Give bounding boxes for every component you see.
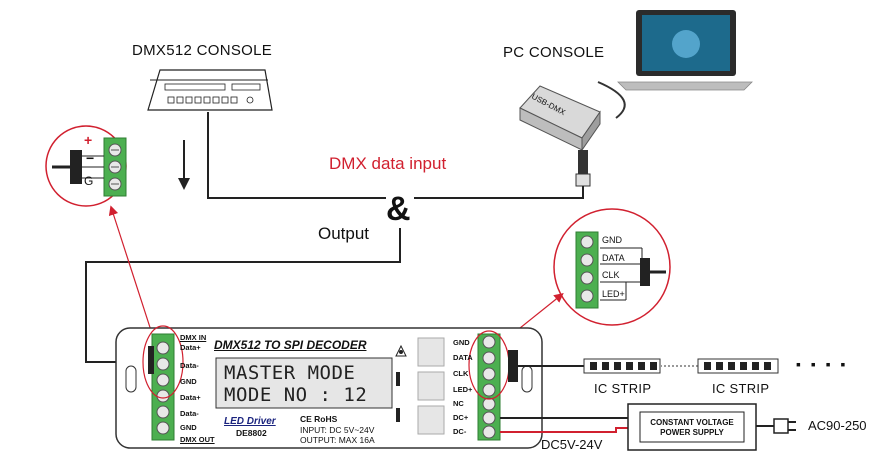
right-pin-3: CLK: [453, 369, 469, 378]
spi-gnd-label: GND: [602, 235, 622, 245]
ic-strip-label-2: IC STRIP: [712, 381, 770, 396]
right-pin-1: GND: [453, 338, 470, 347]
ic-strip-label-1: IC STRIP: [594, 381, 652, 396]
laptop-icon: [617, 10, 753, 91]
dmx-out-label: DMX OUT: [180, 435, 215, 444]
left-pin-4: Data+: [180, 393, 201, 402]
left-pin-3: GND: [180, 377, 197, 386]
right-pin-7: DC-: [453, 427, 467, 436]
left-pin-2: Data-: [180, 361, 199, 370]
left-pin-6: GND: [180, 423, 197, 432]
decoder-device: [115, 325, 543, 449]
right-pin-4: LED+: [453, 385, 473, 394]
output-label: Output: [318, 224, 370, 243]
power-supply: [627, 403, 757, 451]
lcd-line-2: MODE NO : 12: [224, 384, 368, 406]
pc-console-label: PC CONSOLE: [503, 44, 605, 61]
dmx-input-label: DMX data input: [329, 154, 447, 173]
left-pin-5: Data-: [180, 409, 199, 418]
spi-terminal-zoom: [575, 231, 666, 309]
right-pin-2: DATA: [453, 353, 473, 362]
dmx-terminal-zoom: [52, 137, 127, 197]
spi-led-label: LED+: [602, 289, 625, 299]
dmx-console-label: DMX512 CONSOLE: [132, 42, 273, 59]
dmx-console-icon: [147, 69, 273, 111]
ac-input-label: AC90-250: [808, 418, 867, 433]
plus-label: +: [84, 132, 93, 148]
usb-dmx-icon: [519, 85, 601, 187]
dc-input-label: DC5V-24V: [541, 437, 603, 452]
lcd-line-1: MASTER MODE: [224, 362, 356, 384]
device-title: DMX512 TO SPI DECODER: [214, 338, 367, 352]
dmx-in-label: DMX IN: [180, 333, 207, 342]
spi-clk-label: CLK: [602, 270, 620, 280]
minus-label: −: [86, 150, 95, 166]
ampersand-junction: &: [386, 190, 411, 228]
left-pin-1: Data+: [180, 343, 201, 352]
cert-label: CE RoHS: [300, 414, 338, 424]
output-spec: OUTPUT: MAX 16A: [300, 435, 375, 445]
input-spec: INPUT: DC 5V~24V: [300, 425, 375, 435]
right-pin-6: DC+: [453, 413, 469, 422]
continuation-dots: ▪ ▪ ▪ ▪: [796, 356, 849, 372]
ac-plug-icon: [773, 418, 796, 434]
psu-line-2: POWER SUPPLY: [660, 428, 724, 437]
ic-strip-2: [697, 358, 779, 374]
psu-line-1: CONSTANT VOLTAGE: [650, 418, 734, 427]
model-label: DE8802: [236, 428, 267, 438]
ground-label: G: [84, 174, 94, 188]
right-pin-5: NC: [453, 399, 464, 408]
ic-strip-1: [583, 358, 661, 374]
led-driver-label: LED Driver: [224, 416, 276, 427]
spi-data-label: DATA: [602, 253, 625, 263]
